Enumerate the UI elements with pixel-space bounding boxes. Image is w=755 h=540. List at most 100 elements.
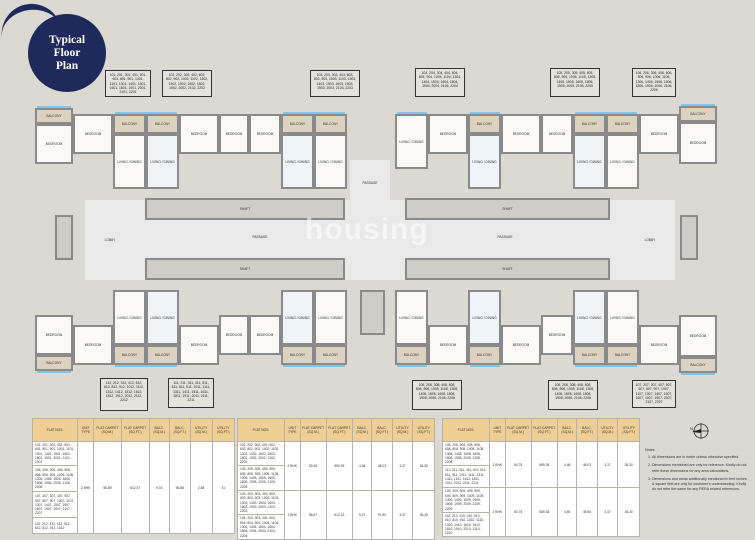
notes-heading: Notes: [645,448,656,452]
header-utility-sqm: UTILITY (SQ.M.) [391,418,414,442]
unit-label-bottom-5: 107, 207, 307, 407, 507, 607, 807, 907, … [632,380,676,408]
header-flat-nos: FLAT NOS. [442,418,490,442]
header-utility-sqft: UTILITY (SQ.FT.) [211,418,236,442]
window [283,112,345,114]
window [575,112,637,114]
bedroom: BEDROOM [219,315,249,355]
bedroom: BEDROOM [501,114,541,154]
title-line-3: Plan [55,59,79,72]
passage: PASSAGE [230,230,290,244]
unit-type-cell: 2 BHK [284,489,301,540]
unit-label-bottom-2: 111, 211, 311, 411, 511, 611, 811, 911, … [168,378,214,408]
window [397,365,427,367]
flat-nos-cell: 104, 204, 304, 404, 504, 604, 804, 904, … [237,514,285,540]
unit-label-top-6: 106, 206, 306, 406, 606, 806, 906, 1006,… [632,68,676,97]
window [470,365,500,367]
header-flat-nos: FLAT NOS. [237,418,285,442]
window [37,106,71,108]
compass-north-label: N [690,426,693,431]
bedroom: BEDROOM [35,315,73,355]
title-line-1: Typical [48,33,86,46]
living-dining: LIVING / DINING [113,134,146,189]
carpet-sqm-cell: 54.75 [504,440,532,489]
balcony: BALCONY [395,345,428,365]
header-balc-sqft: BALC. (SQ.FT.) [371,418,393,442]
staircase [680,215,698,260]
lobby: LOBBY [90,225,130,255]
balcony: BALCONY [113,114,146,134]
balc-sqft-cell: 48.03 [576,440,598,489]
notes: Notes: All dimensions are in meter unles… [645,448,750,495]
shaft: SHAFT [405,258,610,280]
flat-nos-cell: 112, 212, 312, 412, 512, 612, 812, 912, … [32,517,78,535]
balcony: BALCONY [146,114,179,134]
balcony: BALCONY [606,114,639,134]
bedroom: BEDROOM [73,325,113,365]
unit-label-top-5: 105, 205, 305, 405, 605, 805, 905, 1005,… [550,68,600,97]
living-dining: LIVING / DINING [468,134,501,189]
bedroom: BEDROOM [219,114,249,154]
header-unit-type: UNIT TYPE [284,418,301,442]
balc-sqm-cell: 9.03 [148,440,170,535]
living-dining: LIVING / DINING [573,134,606,189]
balcony: BALCONY [314,345,347,365]
unit-type-cell: 2 BHK [76,440,95,535]
staircase [360,290,385,335]
living-dining: LIVING / DINING [314,134,347,189]
unit-type-cell: 2 BHK [489,487,506,538]
header-flat-nos: FLAT NOS. [32,418,78,442]
carpet-sqft-cell: 612.13 [325,489,354,540]
floor-plan: BALCONY BEDROOM BEDROOM BALCONY LIVING /… [30,100,725,375]
window [470,112,500,114]
living-dining: LIVING / DINING [395,290,428,345]
page-title: Typical Floor Plan [28,14,106,92]
balcony: BALCONY [573,114,606,134]
balcony: BALCONY [468,345,501,365]
flat-nos-cell: 107, 207, 307, 407, 507, 607, 807, 907, … [32,491,78,519]
balcony: BALCONY [606,345,639,365]
balcony: BALCONY [281,114,314,134]
living-dining: LIVING / DINING [314,290,347,345]
bedroom: BEDROOM [639,325,679,365]
header-utility-sqm: UTILITY (SQ.M.) [189,418,213,442]
flat-nos-cell: 103, 203, 303, 403, 503, 603, 803, 903, … [237,489,285,516]
balcony: BALCONY [314,114,347,134]
living-dining: LIVING / DINING [468,290,501,345]
header-balc-sqm: BALC. (SQ.M.) [557,418,578,442]
balc-sqft-cell: 49.55 [576,487,598,538]
balc-sqm-cell: 4.46 [557,440,578,489]
window [681,104,715,106]
window [37,371,71,373]
shaft: SHAFT [145,258,345,280]
header-balc-sqm: BALC. (SQ.M.) [148,418,170,442]
unit-label-top-4: 104, 204, 304, 404, 604, 804, 904, 1004,… [415,68,465,97]
balcony: BALCONY [146,345,179,365]
header-carpet-sqm: FLAT CARPET (SQ.M.) [299,418,327,442]
living-dining: LIVING / DINING [573,290,606,345]
note-item: All dimensions are in meter unless other… [652,455,750,460]
balcony: BALCONY [113,345,146,365]
note-item: Dimensions and areas additionally mentio… [652,477,750,493]
bedroom: BEDROOM [639,114,679,154]
north-compass-icon: N [690,423,709,439]
living-dining: LIVING / DINING [281,290,314,345]
window [575,365,637,367]
balcony: BALCONY [573,345,606,365]
shaft: SHAFT [405,198,610,220]
utility-sqft-cell: 36.30 [617,440,640,489]
carpet-sqft-cell: 612.37 [120,440,150,535]
note-item: Dimensions mentioned are only for refere… [652,463,750,473]
flat-nos-cell: 106, 206, 306, 406, 506, 606, 806, 906, … [32,465,78,493]
balc-sqft-cell: 48.03 [371,441,393,491]
bedroom: BEDROOM [679,122,717,164]
window [681,373,715,375]
shaft: SHAFT [145,198,345,220]
unit-label-top-1: 101, 201, 301, 401, 501, 601, 801, 901, … [105,70,151,97]
area-table-3: FLAT NOS. UNIT TYPE FLAT CARPET (SQ.M.) … [442,418,640,538]
utility-sqft-cell: 31 [211,440,236,535]
carpet-sqm-cell: 53.45 [299,441,327,491]
header-unit-type: UNIT TYPE [76,418,95,442]
carpet-sqft-cell: 589.35 [530,440,559,489]
watermark: housing [305,213,429,246]
flat-nos-cell: 105, 205, 305, 405, 505, 605, 805, 905, … [237,465,285,491]
